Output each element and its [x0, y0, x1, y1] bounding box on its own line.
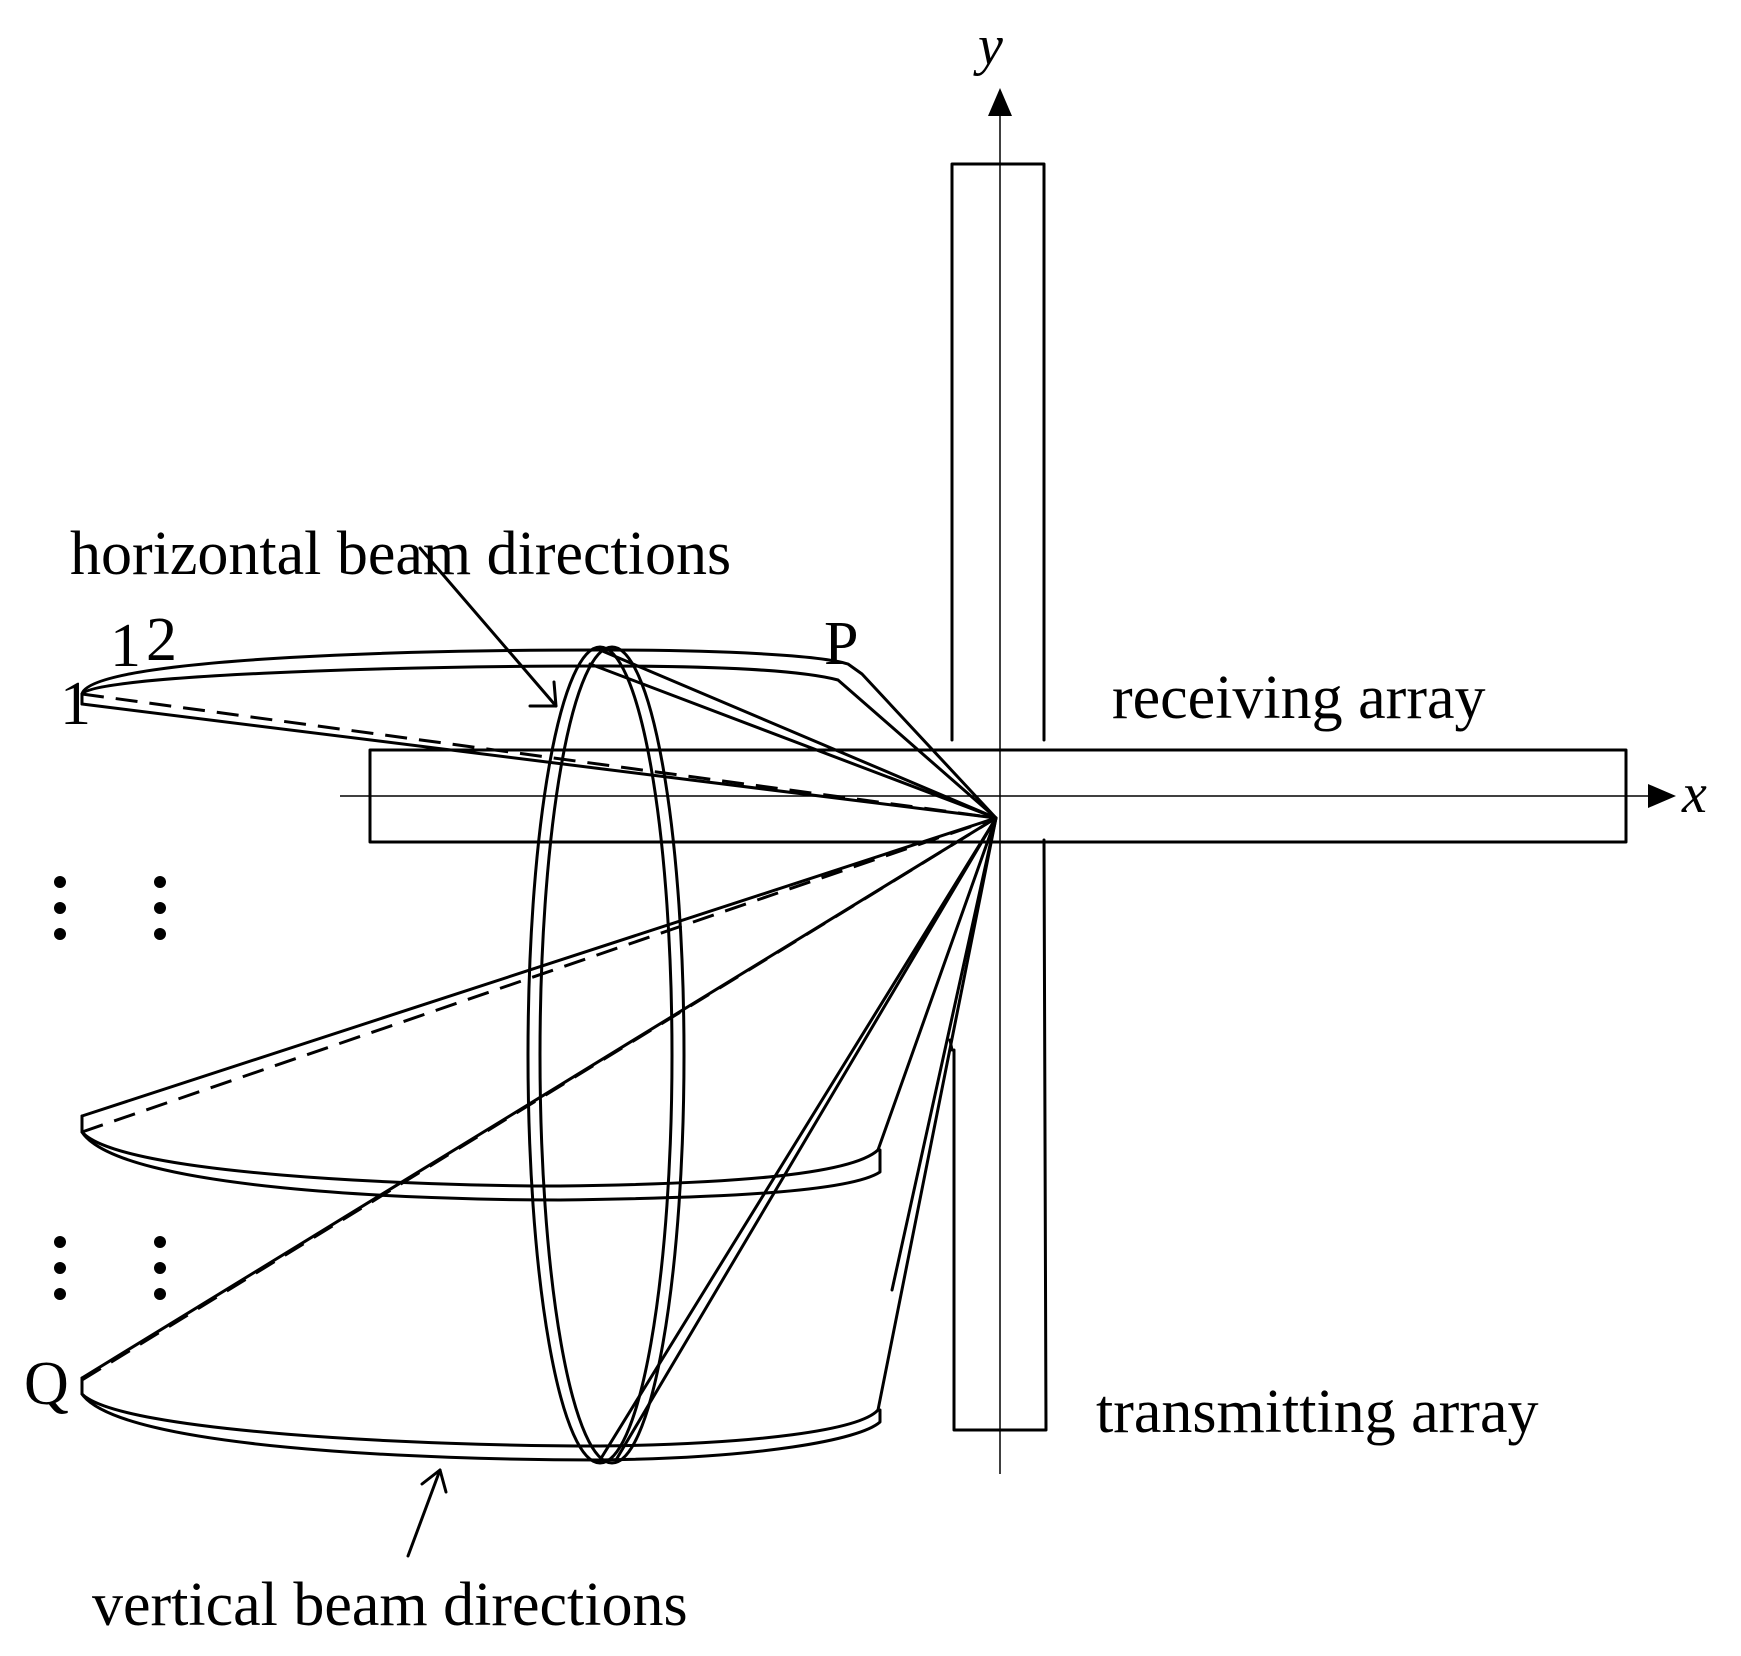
ellipsis-lower-left — [54, 1236, 66, 1300]
transmitting-array — [948, 162, 1048, 1432]
vertical-index-1-label: 1 — [60, 670, 91, 738]
vertical-beam-arrow — [406, 1468, 448, 1558]
vertical-beam-ellipse — [526, 645, 686, 1465]
ellipsis-upper-right — [154, 876, 166, 940]
ellipsis-dots — [54, 876, 166, 1300]
coordinate-axes — [340, 88, 1676, 1474]
x-axis-label: x — [1681, 763, 1707, 825]
point-p-label: P — [824, 610, 858, 678]
beam-index-1-label: 1 — [110, 612, 141, 680]
transmitting-array-label: transmitting array — [1096, 1378, 1538, 1446]
horizontal-beam-fan — [80, 648, 998, 820]
y-axis-arrow-icon — [988, 88, 1012, 116]
beam-index-2-label: 2 — [146, 606, 177, 674]
x-axis-arrow-icon — [1648, 784, 1676, 808]
middle-beam-fan — [80, 816, 998, 1202]
ellipsis-lower-right — [154, 1236, 166, 1300]
bottom-beam-fan — [80, 816, 998, 1462]
y-axis-label: y — [973, 15, 1003, 77]
receiving-array-label: receiving array — [1112, 664, 1485, 732]
vertical-beam-label: vertical beam directions — [92, 1571, 688, 1639]
horizontal-beam-label: horizontal beam directions — [70, 520, 731, 588]
ellipsis-upper-left — [54, 876, 66, 940]
horizontal-beam-arrow — [418, 546, 558, 708]
point-q-label: Q — [24, 1350, 69, 1418]
